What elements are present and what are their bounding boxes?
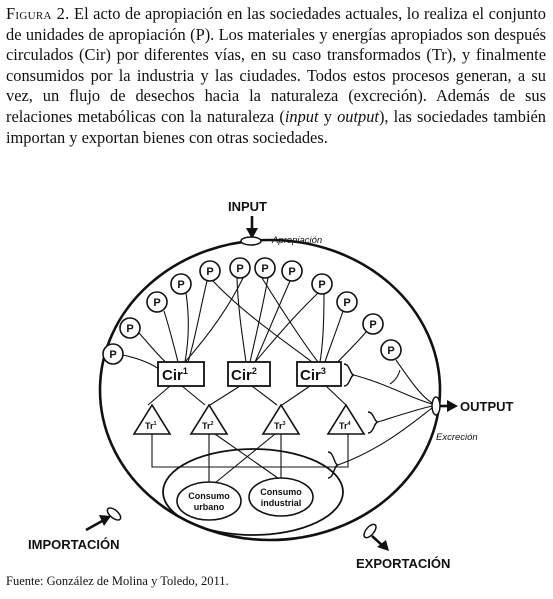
p-label: P (343, 297, 350, 309)
figure-label: Figura 2. (6, 4, 70, 23)
consumo-industrial-node (248, 477, 314, 517)
apropiacion-label: Apropiación (271, 235, 322, 246)
consumo-urbano-line1: Consumo (188, 491, 230, 501)
p-node (229, 257, 251, 279)
p-node (380, 339, 402, 361)
output-label: OUTPUT (460, 399, 514, 414)
p-node (199, 260, 221, 282)
cir-1-label: Cir1 (162, 366, 188, 384)
consumo-urbano-line2: urbano (194, 502, 225, 512)
p-label: P (288, 266, 295, 278)
p-label: P (387, 345, 394, 357)
transformation-flows (151, 433, 349, 484)
consumo-industrial-line1: Consumo (260, 487, 302, 497)
input-gate (240, 236, 262, 246)
cir-3-box (296, 361, 342, 387)
output-gate (431, 396, 441, 416)
p-node (170, 273, 192, 295)
p-label: P (109, 349, 116, 361)
p-label: P (236, 263, 243, 275)
tr-4-label: Tr4 (339, 421, 352, 431)
import-gate (106, 507, 122, 521)
p-label: P (318, 279, 325, 291)
p-node (102, 343, 124, 365)
caption-text-2: ), las sociedades también importan y exp… (6, 106, 547, 147)
import-arrow (85, 518, 105, 532)
consumption-boundary (162, 448, 344, 536)
consumo-urbano-node (176, 481, 242, 521)
exportacion-label: EXPORTACIÓN (356, 556, 450, 571)
p-node (281, 260, 303, 282)
p-node (254, 257, 276, 279)
cir-3-label: Cir3 (300, 366, 326, 384)
export-arrowhead (377, 540, 389, 551)
p-label: P (177, 279, 184, 291)
p-node (119, 317, 141, 339)
p-label: P (261, 263, 268, 275)
output-arrowhead (447, 400, 458, 412)
tr-1-label: Tr1 (145, 421, 157, 431)
p-node (336, 291, 358, 313)
importacion-label: IMPORTACIÓN (28, 537, 119, 552)
circulation-flows (147, 385, 347, 406)
society-boundary (98, 238, 442, 542)
p-node (146, 291, 168, 313)
p-nodes (102, 257, 402, 365)
import-arrowhead (99, 515, 111, 526)
p-label: P (153, 297, 160, 309)
excretion-flows (337, 359, 433, 466)
caption-text-mid: y (318, 106, 338, 126)
cir-boxes (157, 361, 342, 387)
p-node (311, 273, 333, 295)
figure-caption: Figura 2. El acto de apropiación en las … (6, 4, 546, 148)
cir-2-box (227, 361, 271, 387)
caption-text-1: El acto de apropiación en las sociedades… (6, 4, 546, 126)
export-gate (363, 523, 377, 539)
p-label: P (206, 266, 213, 278)
p-node (362, 313, 384, 335)
excrecion-label: Excreción (436, 432, 478, 443)
cir-1-box (157, 361, 205, 387)
p-label: P (126, 323, 133, 335)
caption-output-word: output (337, 106, 379, 126)
caption-input-word: input (284, 106, 319, 126)
input-arrowhead (246, 228, 258, 239)
tr-4-triangle (326, 403, 366, 435)
p-label: P (369, 319, 376, 331)
input-label: INPUT (228, 199, 267, 214)
consumo-industrial-line2: industrial (261, 498, 302, 508)
tr-3-label: Tr3 (274, 421, 286, 431)
tr-triangles (132, 403, 366, 435)
figure-source: Fuente: González de Molina y Toledo, 201… (6, 574, 229, 588)
cir-2-label: Cir2 (231, 366, 257, 384)
tr-2-label: Tr2 (202, 421, 214, 431)
